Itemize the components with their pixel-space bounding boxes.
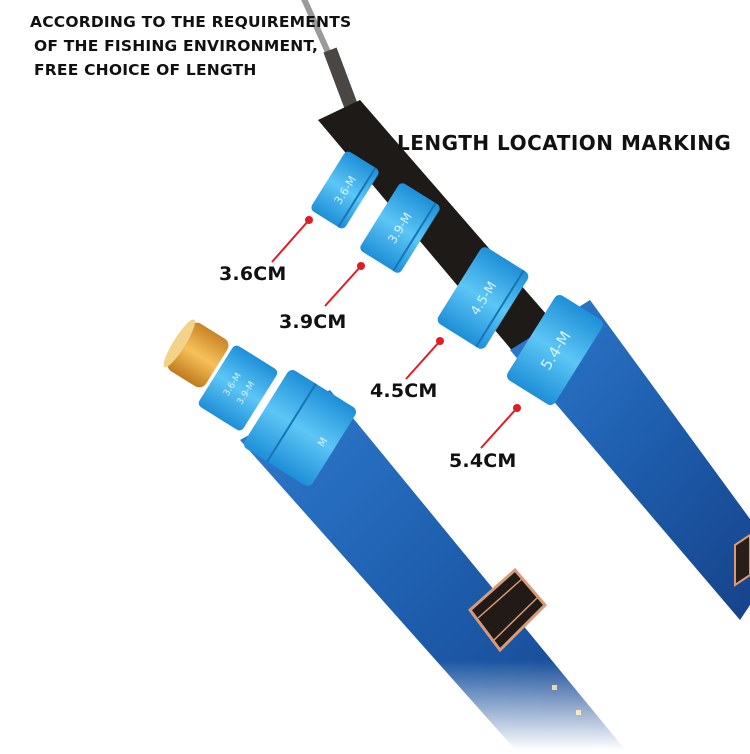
callout-dot-3-6 — [305, 216, 313, 224]
callout-lines — [271, 216, 521, 449]
stacked-ring-small: 3.6-M 3.9-M — [198, 345, 278, 431]
callout-label-3-9: 3.9CM — [279, 311, 347, 333]
callout-dot-3-9 — [357, 262, 365, 270]
intro-caption: ACCORDING TO THE REQUIREMENTS OF THE FIS… — [30, 10, 351, 82]
callout-dot-4-5 — [436, 337, 444, 345]
gold-end-cap — [163, 319, 229, 388]
intro-line-2: OF THE FISHING ENVIRONMENT, — [34, 37, 319, 55]
extended-rod: 3.6-M 3.9-M 4.5-M 5.4-M — [301, 0, 750, 620]
ring-5-4: 5.4-M — [507, 295, 603, 405]
decorative-band — [467, 567, 548, 653]
ring-4-5: 4.5-M — [437, 247, 529, 349]
callout-label-5-4: 5.4CM — [449, 450, 517, 472]
callout-label-4-5: 4.5CM — [370, 380, 438, 402]
callout-label-3-6: 3.6CM — [219, 263, 287, 285]
callout-dot-5-4 — [513, 404, 521, 412]
ring-3-9: 3.9-M — [360, 183, 440, 273]
section-heading: LENGTH LOCATION MARKING — [397, 131, 732, 155]
ring-3-6: 3.6-M — [311, 151, 379, 229]
intro-line-1: ACCORDING TO THE REQUIREMENTS — [30, 13, 352, 31]
stacked-ring-large: M — [243, 370, 357, 486]
intro-line-3: FREE CHOICE OF LENGTH — [34, 61, 257, 79]
